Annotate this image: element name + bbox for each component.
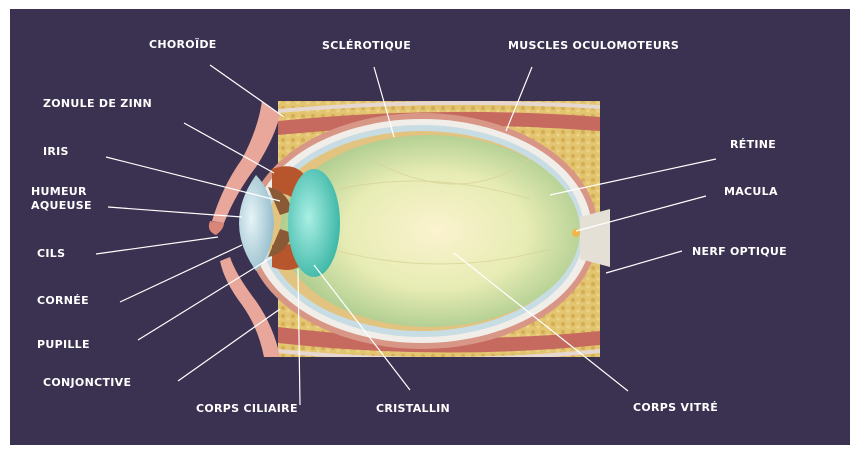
label-conjonctive: CONJONCTIVE — [43, 376, 131, 390]
label-zonule-de-zinn: ZONULE DE ZINN — [43, 97, 152, 111]
lens-shape — [288, 169, 340, 277]
label-muscles-oculomoteurs: MUSCLES OCULOMOTEURS — [508, 39, 679, 53]
label-cornee: CORNÉE — [37, 294, 89, 308]
label-choroide: CHOROÏDE — [149, 38, 217, 52]
label-cils: CILS — [37, 247, 65, 261]
label-macula: MACULA — [724, 185, 778, 199]
anatomy-diagram-panel: CHOROÏDE SCLÉROTIQUE MUSCLES OCULOMOTEUR… — [10, 9, 850, 445]
eye-cross-section-illustration — [10, 9, 850, 445]
label-cristallin: CRISTALLIN — [376, 402, 450, 416]
label-humeur-aqueuse: HUMEUR AQUEUSE — [31, 185, 92, 213]
label-pupille: PUPILLE — [37, 338, 90, 352]
label-corps-vitre: CORPS VITRÉ — [633, 401, 718, 415]
label-iris: IRIS — [43, 145, 69, 159]
label-sclerotique: SCLÉROTIQUE — [322, 39, 411, 53]
label-retine: RÉTINE — [730, 138, 776, 152]
label-nerf-optique: NERF OPTIQUE — [692, 245, 787, 259]
label-corps-ciliaire: CORPS CILIAIRE — [196, 402, 298, 416]
optic-nerve-shape — [580, 209, 610, 267]
